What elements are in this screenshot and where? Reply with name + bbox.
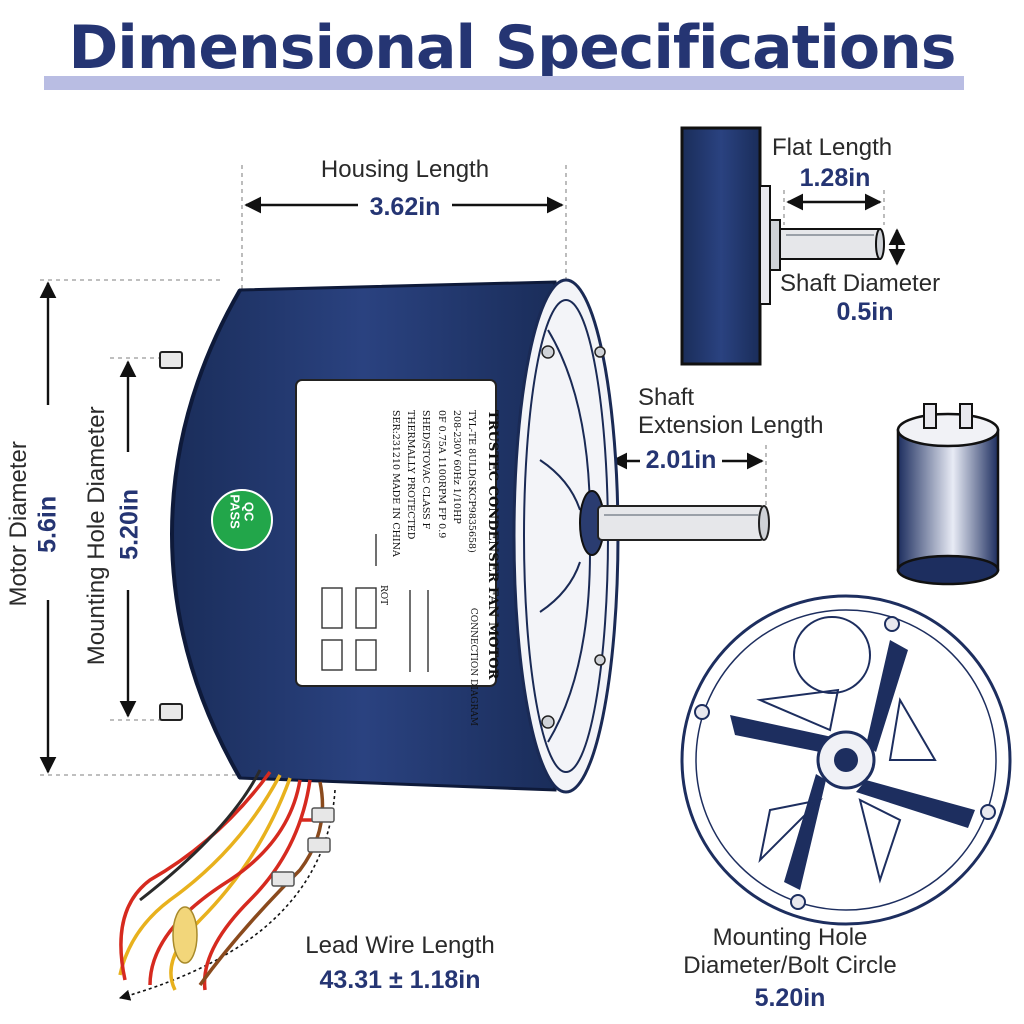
shaft-closeup-illustration	[680, 126, 885, 366]
nameplate-connection: CONNECTION DIAGRAM	[468, 607, 478, 726]
nameplate-line-4: SHED/STOVAC CLASS F	[420, 410, 432, 530]
housing-length-label: Housing Length	[320, 156, 490, 183]
shaft-diameter-label: Shaft Diameter	[780, 270, 941, 297]
nameplate-line-2: 208-230V 60Hz 1/10HP	[450, 410, 462, 524]
motor-body-illustration	[159, 278, 770, 794]
nameplate-line-5: THERMALLY PROTECTED	[405, 410, 417, 540]
nameplate-rot: ROT	[378, 585, 388, 606]
shaft-extension-value: 2.01in	[645, 446, 717, 474]
motor-diameter-label: Motor Diameter	[5, 441, 33, 607]
lead-wire-length-value: 43.31 ± 1.18in	[319, 966, 481, 994]
qc-badge-line1: QC	[241, 501, 257, 522]
shaft-extension-label-line2: Extension Length	[638, 412, 824, 439]
title-underline	[44, 76, 964, 90]
flat-length-value: 1.28in	[799, 164, 871, 192]
capacitor-illustration	[896, 403, 1000, 586]
mounting-hole-diameter-label: Mounting Hole Diameter	[83, 406, 111, 666]
housing-length-value: 3.62in	[369, 193, 441, 221]
shaft-extension-label-line1: Shaft	[638, 384, 695, 411]
motor-nameplate: TRUSTEC CONDENSER FAN MOTOR TYL-TE 8ULD(…	[304, 410, 500, 726]
end-plate-illustration	[680, 594, 1012, 926]
flat-length-label: Flat Length	[772, 134, 893, 161]
nameplate-line-3: 0F 0.75A 1100RPM FP 0.9	[435, 410, 447, 539]
motor-diameter-value: 5.6in	[33, 495, 62, 553]
lead-wire-length-label: Lead Wire Length	[305, 932, 495, 959]
bolt-circle-value: 5.20in	[754, 984, 826, 1012]
mounting-hole-diameter-value: 5.20in	[115, 488, 144, 560]
shaft-diameter-value: 0.5in	[836, 298, 894, 326]
nameplate-title: TRUSTEC CONDENSER FAN MOTOR	[485, 410, 500, 680]
page-title: Dimensional Specifications	[68, 13, 956, 83]
lead-wires-illustration	[118, 769, 335, 991]
bolt-circle-label-line2: Diameter/Bolt Circle	[683, 952, 897, 979]
qc-pass-badge: QC PASS	[228, 482, 257, 542]
nameplate-line-6: SER:231210 MADE IN CHINA	[390, 410, 402, 557]
lead-wire-arc	[118, 789, 336, 1001]
bolt-circle-label-line1: Mounting Hole	[712, 924, 868, 951]
qc-badge-line2: PASS	[228, 494, 243, 529]
